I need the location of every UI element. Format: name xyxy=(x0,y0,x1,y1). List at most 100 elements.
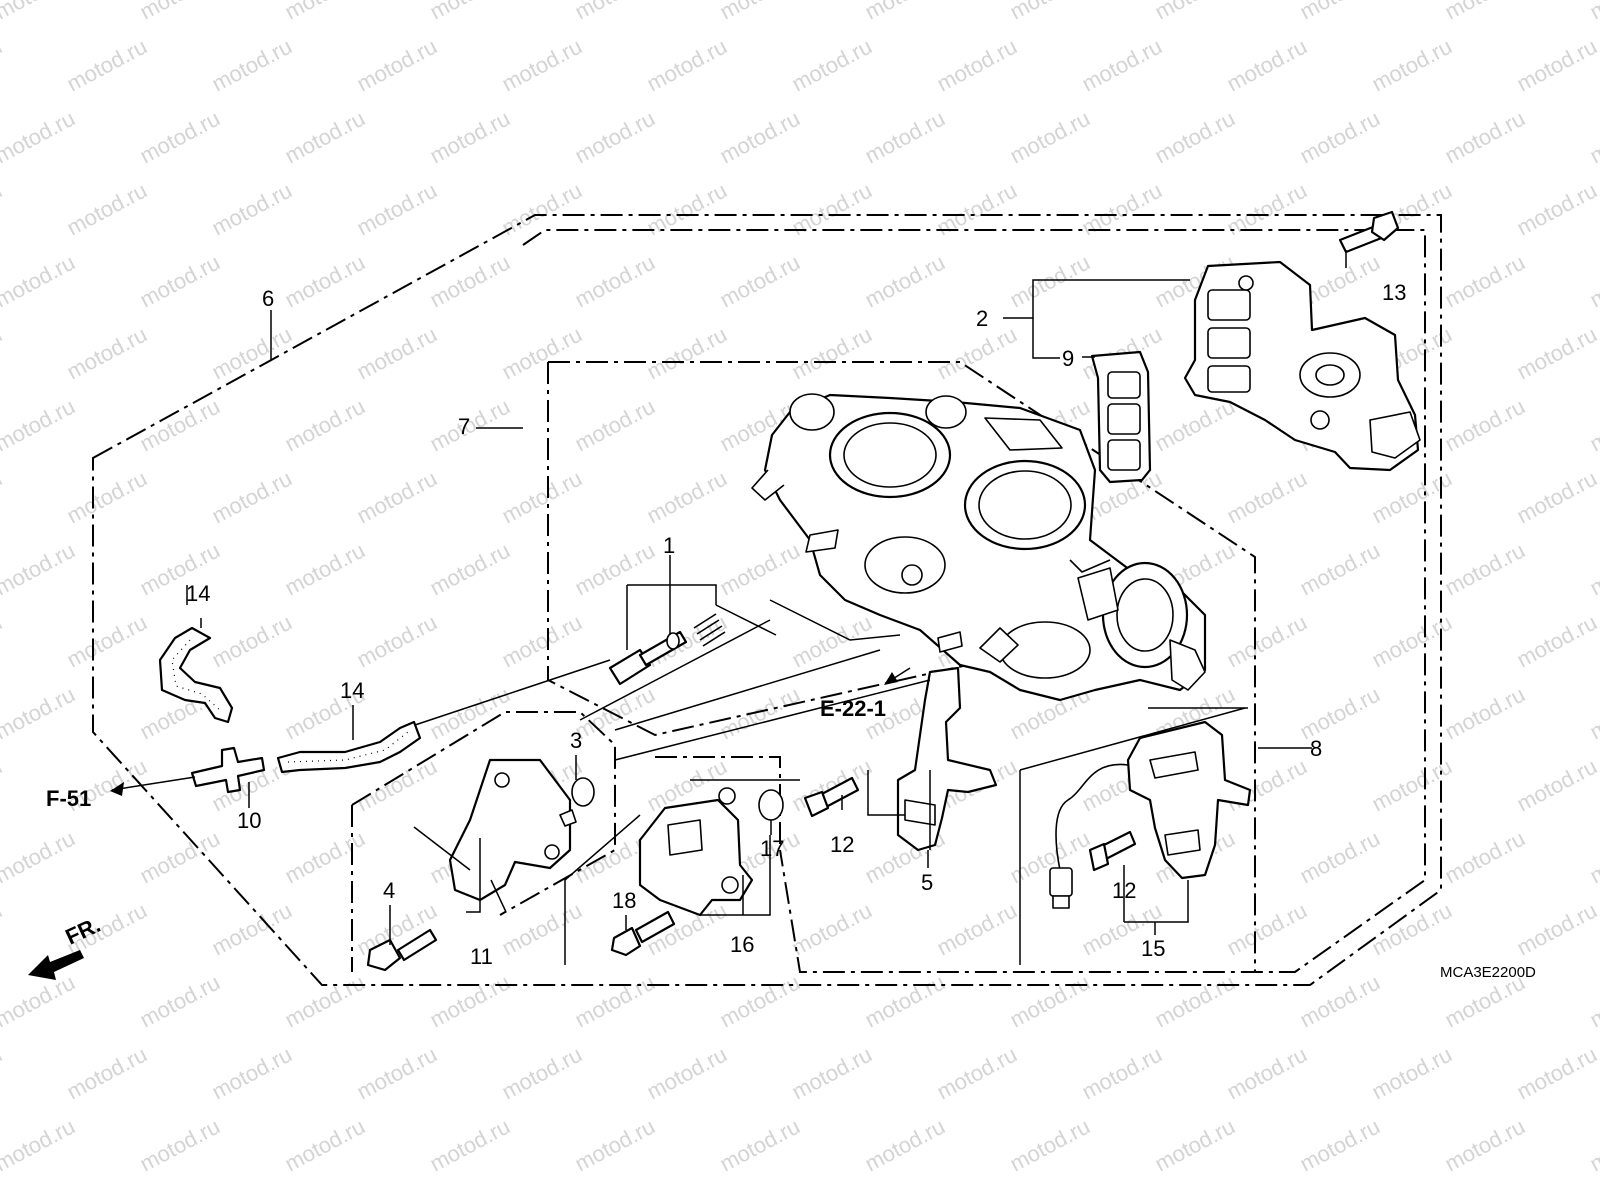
callout-3: 3 xyxy=(570,728,582,753)
watermark-text: motod.ru xyxy=(281,106,369,169)
watermark-text: motod.ru xyxy=(281,394,369,457)
watermark-text: motod.ru xyxy=(281,0,369,24)
watermark-text: motod.ru xyxy=(1151,394,1239,457)
watermark-text: motod.ru xyxy=(861,970,949,1033)
watermark-text: motod.ru xyxy=(1586,106,1600,169)
watermark-text: motod.ru xyxy=(426,970,514,1033)
callout-1: 1 xyxy=(663,533,675,558)
watermark-text: motod.ru xyxy=(571,394,659,457)
intake-air-temp-sensor xyxy=(448,758,577,902)
watermark-text: motod.ru xyxy=(1296,682,1384,745)
watermark-text: motod.ru xyxy=(1296,970,1384,1033)
watermark-text: motod.ru xyxy=(1586,250,1600,313)
watermark-text: motod.ru xyxy=(571,106,659,169)
watermark-text: motod.ru xyxy=(861,250,949,313)
watermark-text: motod.ru xyxy=(716,250,804,313)
watermark-text: motod.ru xyxy=(426,538,514,601)
callout-5: 5 xyxy=(921,870,933,895)
diagram-code: MCA3E2200D xyxy=(1440,964,1536,981)
watermark-text: motod.ru xyxy=(716,106,804,169)
watermark-text: motod.ru xyxy=(0,970,79,1033)
reference-f-51[interactable]: F-51 xyxy=(46,786,91,811)
reference-e-22-1[interactable]: E-22-1 xyxy=(820,696,886,721)
watermark-text: motod.ru xyxy=(788,1042,876,1105)
watermark-text: motod.ru xyxy=(1441,538,1529,601)
watermark-text: motod.ru xyxy=(571,538,659,601)
watermark-text: motod.ru xyxy=(0,394,79,457)
sensor-group-boundary xyxy=(547,362,991,737)
watermark-text: motod.ru xyxy=(1513,1042,1600,1105)
watermark-text: motod.ru xyxy=(136,394,224,457)
watermark-text: motod.ru xyxy=(208,178,296,241)
leader-lines xyxy=(186,250,1347,965)
watermark-text: motod.ru xyxy=(63,34,151,97)
watermark-text: motod.ru xyxy=(933,322,1021,385)
callout-17: 17 xyxy=(760,836,784,861)
watermark-text: motod.ru xyxy=(1586,538,1600,601)
watermark-text: motod.ru xyxy=(1368,610,1456,673)
watermark-text: motod.ru xyxy=(136,826,224,889)
watermark-text: motod.ru xyxy=(208,1042,296,1105)
watermark-text: motod.ru xyxy=(1296,0,1384,24)
watermark-text: motod.ru xyxy=(1368,754,1456,817)
watermark-text: motod.ru xyxy=(1223,466,1311,529)
watermark-text: motod.ru xyxy=(571,970,659,1033)
watermark-text: motod.ru xyxy=(426,682,514,745)
vacuum-hose-14-right xyxy=(276,720,422,774)
watermark-text: motod.ru xyxy=(788,898,876,961)
watermark-text: motod.ru xyxy=(208,322,296,385)
assembly-boundary-6 xyxy=(92,214,1442,986)
watermark-text: motod.ru xyxy=(571,1114,659,1177)
watermark-text: motod.ru xyxy=(571,682,659,745)
watermark-text: motod.ru xyxy=(1006,1114,1094,1177)
watermark-text: motod.ru xyxy=(0,466,6,529)
watermark-text: motod.ru xyxy=(353,1042,441,1105)
watermark-text: motod.ru xyxy=(426,106,514,169)
callout-14-right: 14 xyxy=(340,678,364,703)
o-ring-3 xyxy=(571,777,595,807)
watermark-text: motod.ru xyxy=(1151,0,1239,24)
watermark-text: motod.ru xyxy=(1513,898,1600,961)
watermark-text: motod.ru xyxy=(643,1042,731,1105)
watermark-text: motod.ru xyxy=(1513,754,1600,817)
watermark-text: motod.ru xyxy=(1513,466,1600,529)
watermark-text: motod.ru xyxy=(1441,682,1529,745)
callout-9: 9 xyxy=(1062,346,1074,371)
watermark-text: motod.ru xyxy=(136,1114,224,1177)
watermark-text: motod.ru xyxy=(0,322,6,385)
watermark-text: motod.ru xyxy=(1441,0,1529,24)
watermark-text: motod.ru xyxy=(643,34,731,97)
watermark-text: motod.ru xyxy=(1368,1042,1456,1105)
watermark-text: motod.ru xyxy=(136,250,224,313)
callout-13: 13 xyxy=(1382,280,1406,305)
watermark-text: motod.ru xyxy=(1296,538,1384,601)
throttle-position-sensor-bracket xyxy=(1049,720,1252,909)
callout-16: 16 xyxy=(730,932,754,957)
front-direction-arrow xyxy=(28,950,84,980)
watermark-text: motod.ru xyxy=(1006,106,1094,169)
watermark-text: motod.ru xyxy=(0,610,6,673)
watermark-text: motod.ru xyxy=(571,250,659,313)
watermark-text: motod.ru xyxy=(1441,826,1529,889)
vacuum-hose-14-left xyxy=(158,626,234,724)
callout-14-left: 14 xyxy=(186,581,210,606)
washer xyxy=(666,632,680,650)
watermark-text: motod.ru xyxy=(861,1114,949,1177)
watermark-text: motod.ru xyxy=(63,178,151,241)
callout-2: 2 xyxy=(976,306,988,331)
watermark-text: motod.ru xyxy=(426,250,514,313)
watermark-text: motod.ru xyxy=(498,34,586,97)
watermark-text: motod.ru xyxy=(353,178,441,241)
watermark-text: motod.ru xyxy=(1586,682,1600,745)
watermark-text: motod.ru xyxy=(1441,106,1529,169)
watermark-text: motod.ru xyxy=(1368,34,1456,97)
watermark-text: motod.ru xyxy=(788,322,876,385)
watermark-text: motod.ru xyxy=(1296,106,1384,169)
map-sensor xyxy=(638,787,754,917)
watermark-text: motod.ru xyxy=(1586,1114,1600,1177)
map-sensor-bolt-18 xyxy=(610,910,676,957)
watermark-text: motod.ru xyxy=(1441,1114,1529,1177)
watermark-text: motod.ru xyxy=(788,610,876,673)
idle-valve-gasket xyxy=(1090,350,1152,484)
watermark-text: motod.ru xyxy=(63,610,151,673)
